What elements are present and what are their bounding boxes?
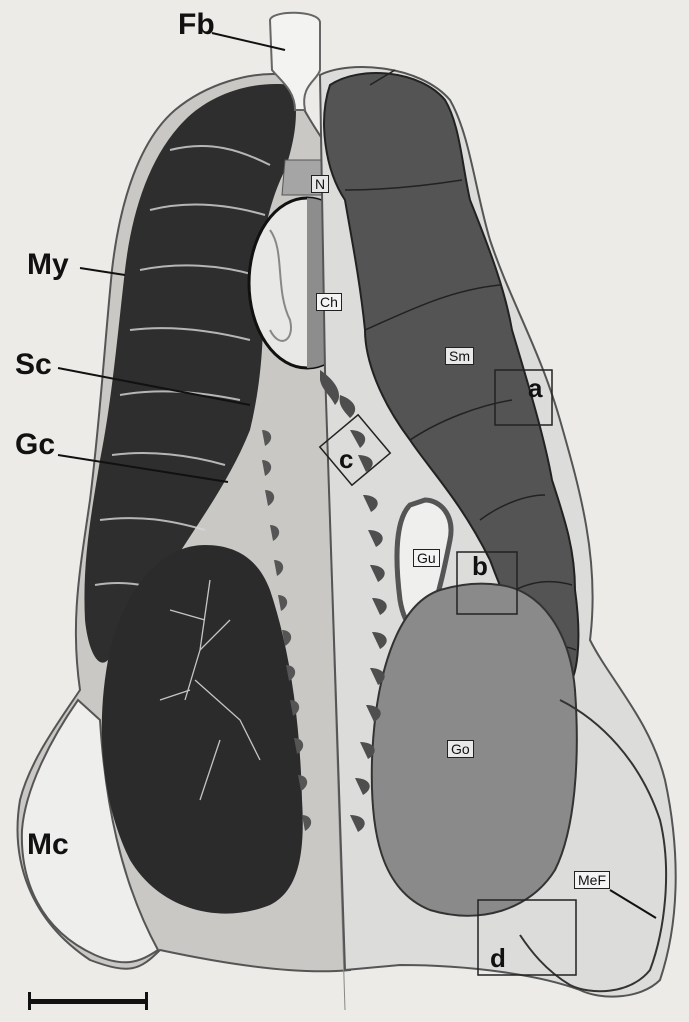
gonad [372, 584, 577, 916]
label-mc: Mc [27, 830, 69, 860]
label-a: a [528, 375, 542, 401]
label-mef: MeF [574, 871, 610, 889]
label-sc: Sc [15, 350, 52, 380]
label-go: Go [447, 740, 474, 758]
label-gu: Gu [413, 549, 440, 567]
dark-gut-left [102, 545, 303, 914]
scale-bar [28, 999, 148, 1004]
label-c: c [339, 446, 353, 472]
label-n: N [311, 175, 329, 193]
label-my: My [27, 250, 69, 280]
label-ch: Ch [316, 293, 342, 311]
label-d: d [490, 945, 506, 971]
label-b: b [472, 553, 488, 579]
label-fb: Fb [178, 10, 215, 40]
label-gc: Gc [15, 430, 55, 460]
label-sm: Sm [445, 347, 474, 365]
